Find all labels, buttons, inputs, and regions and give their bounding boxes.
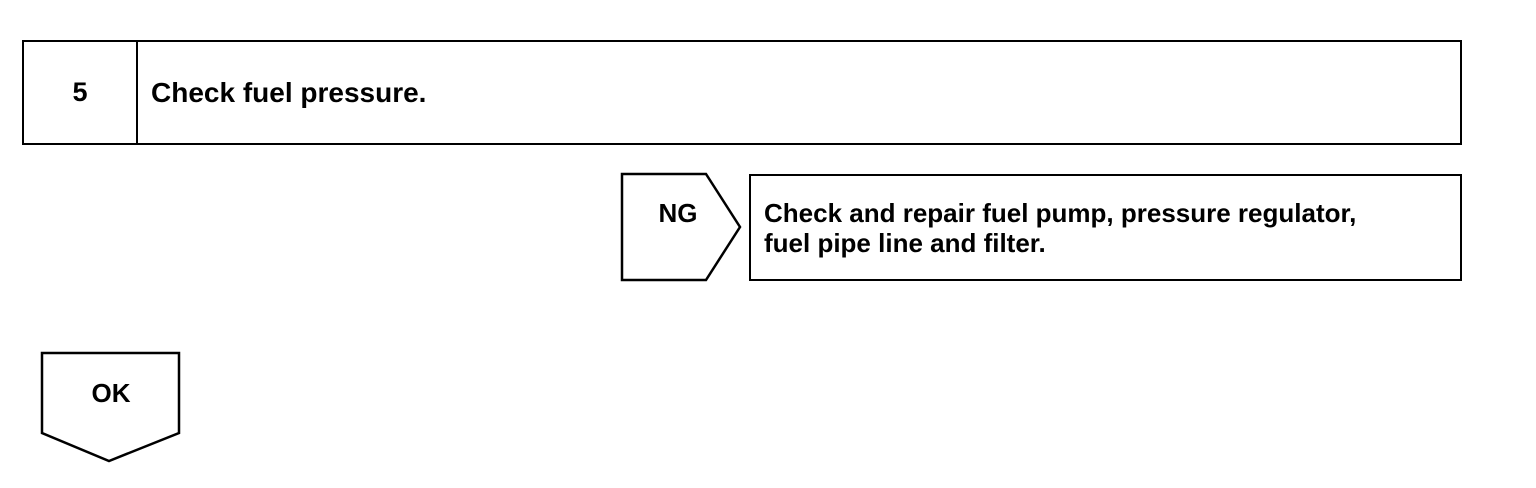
ng-action-box: Check and repair fuel pump, pressure reg… xyxy=(749,174,1462,281)
step-title: Check fuel pressure. xyxy=(151,76,427,108)
step-box: 5 Check fuel pressure. xyxy=(22,40,1462,145)
ng-arrow-shape xyxy=(620,172,742,282)
ok-arrow-shape xyxy=(40,351,181,463)
ng-action-line-2: fuel pipe line and filter. xyxy=(764,228,1046,258)
ng-action-line-1: Check and repair fuel pump, pressure reg… xyxy=(764,198,1357,228)
ok-label: OK xyxy=(91,378,131,408)
step-number: 5 xyxy=(24,42,138,143)
ng-label: NG xyxy=(658,198,698,228)
